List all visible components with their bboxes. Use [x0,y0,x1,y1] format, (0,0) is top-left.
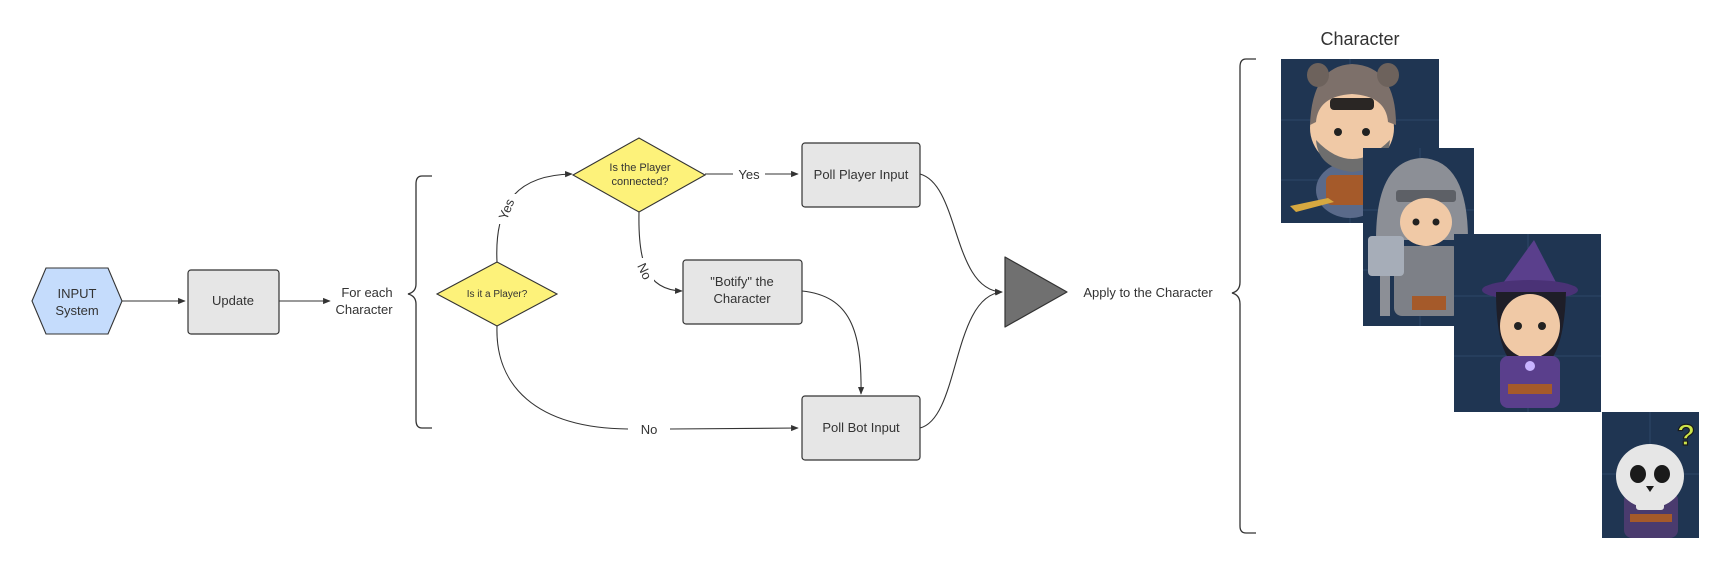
left-curly-brace [407,175,432,429]
is-player-label: Is it a Player? [467,289,528,300]
edge-is-player-no-b [669,424,799,432]
for-each-label-line2: Character [335,302,393,317]
poll-player-label: Poll Player Input [814,167,909,182]
node-poll-bot: Poll Bot Input [801,395,921,461]
edge-labels: Yes Yes No No [493,167,760,437]
node-poll-player: Poll Player Input [801,142,921,208]
is-connected-diamond [571,137,707,213]
node-is-connected: Is the Player connected? [571,137,707,213]
is-connected-label-line1: Is the Player [609,162,670,174]
node-for-each: For each Character [335,285,393,317]
update-label: Update [212,293,254,308]
update-box [187,269,280,335]
skeleton-character-icon: ? [1602,412,1699,538]
merge-triangle [1004,256,1068,328]
node-botify: "Botify" the Character [682,259,803,325]
edge-poll-player-to-merge [919,173,1003,295]
input-system-hexagon [31,267,123,335]
botify-label-line2: Character [713,291,771,306]
edge-poll-bot-to-merge [919,289,1003,429]
is-player-diamond [435,261,559,327]
poll-player-box [801,142,921,208]
right-curly-brace [1231,58,1256,534]
edge-is-player-no-a [496,325,629,430]
edge-botify-to-poll-bot [801,290,865,395]
apply-label: Apply to the Character [1083,285,1213,300]
character-panel-title: Character [1320,29,1399,49]
unknown-character-mark: ? [1677,419,1695,452]
botify-box [682,259,803,325]
bear-hood-character-icon [1281,59,1439,223]
edge-label-bg [634,258,654,284]
node-input-system: INPUT System [31,267,123,335]
botify-label-line1: "Botify" the [710,274,773,289]
poll-bot-box [801,395,921,461]
edge-label-no-diagonal: No [634,261,655,282]
is-connected-label-line2: connected? [612,176,669,188]
for-each-label-line1: For each [341,285,392,300]
input-system-label-line1: INPUT [58,286,97,301]
node-update: Update [187,269,280,335]
edge-label-yes: Yes [738,167,760,182]
witch-character-icon [1454,234,1601,412]
poll-bot-label: Poll Bot Input [822,420,900,435]
edge-label-no: No [641,422,658,437]
edge-label-bg [493,194,519,224]
node-is-player: Is it a Player? [435,261,559,327]
input-system-label-line2: System [55,303,98,318]
